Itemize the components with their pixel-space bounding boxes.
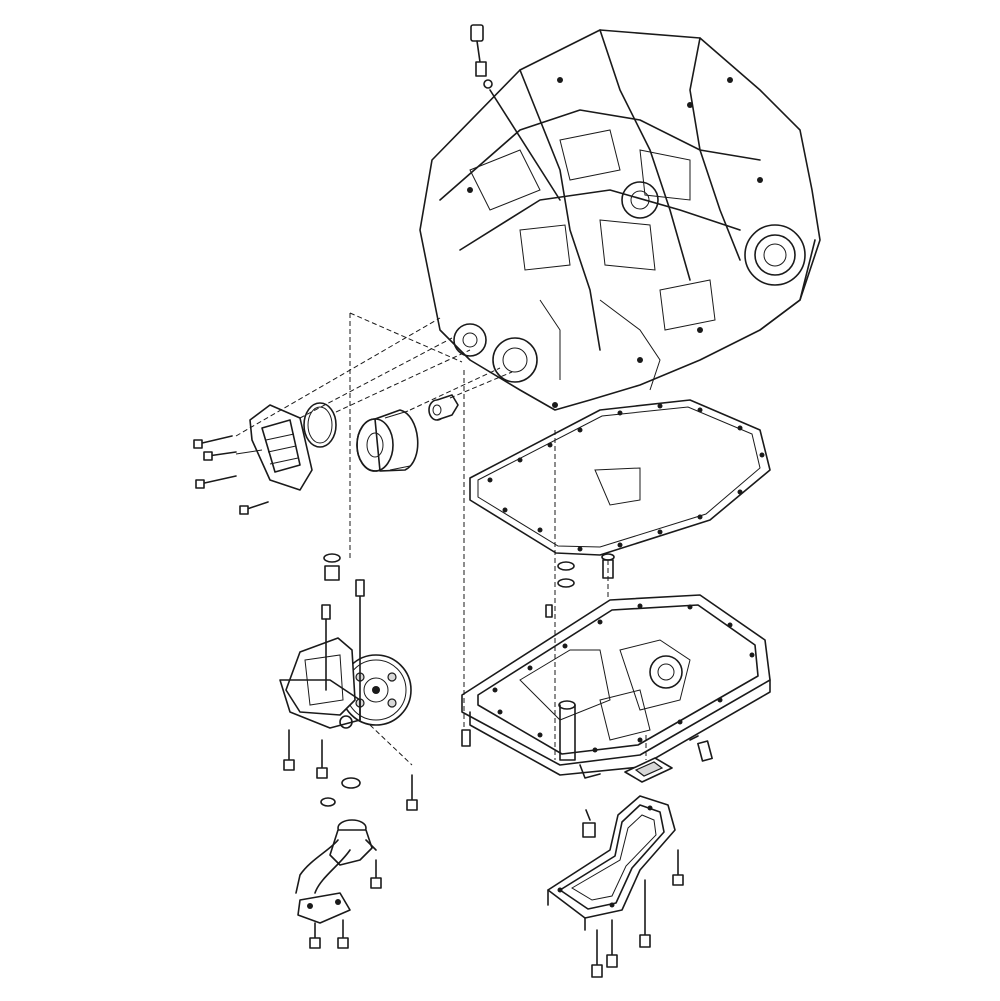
alignment-lines	[235, 312, 647, 766]
pump-pins	[321, 553, 365, 721]
oil-pump	[279, 637, 412, 729]
cooler-bolts	[582, 809, 684, 978]
oil-pan	[461, 594, 771, 779]
engine-block	[419, 29, 821, 411]
drain-plug	[689, 735, 713, 762]
housing-bolts	[193, 435, 269, 515]
o-ring	[303, 402, 337, 448]
oil-pipe-bolt	[470, 24, 561, 201]
pump-bolts	[283, 729, 418, 811]
strainer-screen	[624, 757, 673, 783]
oil-pan-gasket	[469, 399, 771, 556]
filter-fitting	[428, 394, 459, 421]
oil-filter	[356, 409, 419, 472]
oil-strainer-pickup	[295, 777, 382, 949]
oil-cooler-plate	[547, 795, 676, 931]
oil-filter-housing	[235, 404, 313, 491]
